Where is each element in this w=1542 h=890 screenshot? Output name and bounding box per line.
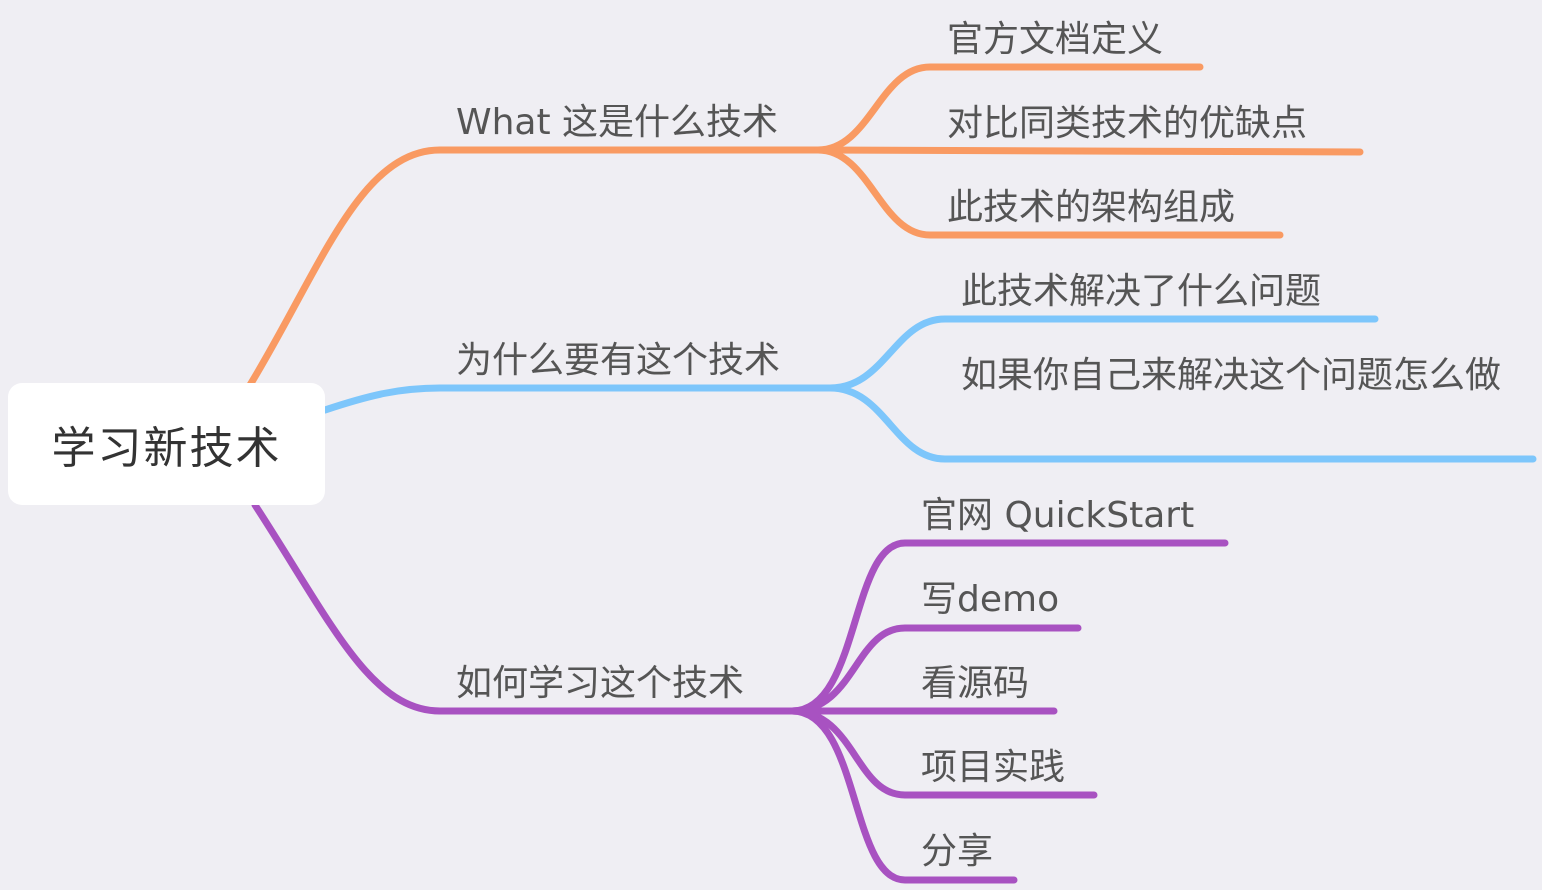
edge-what-child-0 [814, 63, 1204, 154]
edge-what-child-1 [814, 146, 1364, 156]
what-child-architecture[interactable]: 此技术的架构组成 [947, 187, 1236, 228]
edge-what-child-2 [814, 146, 1284, 239]
why-child-self-solve[interactable]: 如果你自己来解决这个问题怎么做 [961, 355, 1502, 396]
how-child-share[interactable]: 分享 [921, 831, 994, 872]
how-child-source[interactable]: 看源码 [921, 663, 1030, 704]
what-child-compare[interactable]: 对比同类技术的优缺点 [947, 103, 1308, 144]
root-node-label: 学习新技术 [51, 423, 282, 474]
edge-how-child-0 [788, 539, 1229, 715]
why-child-problem[interactable]: 此技术解决了什么问题 [961, 271, 1322, 312]
edge-why-child-0 [826, 315, 1379, 392]
branch-how-label[interactable]: 如何学习这个技术 [456, 663, 745, 704]
edge-how-child-4 [788, 707, 1018, 884]
what-child-official-docs[interactable]: 官方文档定义 [947, 19, 1164, 60]
edge-root-to-why [321, 384, 444, 414]
branch-what-label[interactable]: What 这是什么技术 [456, 102, 779, 143]
how-child-demo[interactable]: 写demo [921, 579, 1060, 620]
branch-why-label[interactable]: 为什么要有这个技术 [456, 340, 781, 381]
how-child-quickstart[interactable]: 官网 QuickStart [921, 495, 1195, 536]
edge-root-to-what [246, 146, 444, 389]
root-node[interactable]: 学习新技术 [8, 383, 325, 505]
edge-why-child-1 [826, 384, 1537, 463]
how-child-practice[interactable]: 项目实践 [921, 747, 1066, 788]
edge-root-to-how [251, 501, 444, 715]
edge-how-child-1 [788, 624, 1082, 715]
